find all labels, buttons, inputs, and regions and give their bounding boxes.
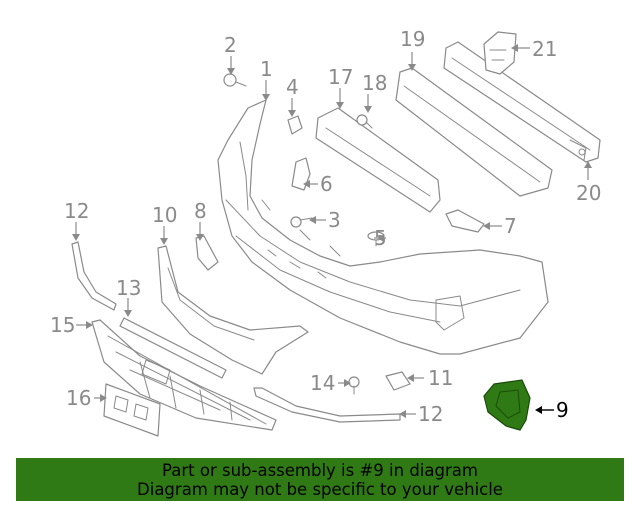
callout-17: 17 <box>328 65 353 89</box>
callout-21: 21 <box>532 37 557 61</box>
part-7-bracket <box>445 209 485 233</box>
part-4-clip <box>287 115 303 135</box>
callout-8: 8 <box>194 199 207 223</box>
callout-4: 4 <box>286 75 299 99</box>
callout-3: 3 <box>328 208 341 232</box>
part-18-screw <box>356 114 373 129</box>
callout-12-left: 12 <box>64 199 89 223</box>
callout-14: 14 <box>310 371 335 395</box>
callout-10: 10 <box>152 203 177 227</box>
callout-12-right: 12 <box>418 402 443 426</box>
callout-19: 19 <box>400 27 425 51</box>
banner-line-2: Diagram may not be specific to your vehi… <box>137 480 503 499</box>
part-1-bumper-cover <box>217 99 549 355</box>
part-13-molding <box>119 317 227 379</box>
callout-6: 6 <box>320 172 333 196</box>
callout-16: 16 <box>66 386 91 410</box>
banner-line-1: Part or sub-assembly is #9 in diagram <box>162 461 478 480</box>
part-12-left-molding <box>71 241 117 311</box>
part-20-reinforcement <box>443 41 601 163</box>
leader-lines <box>72 44 592 418</box>
callout-9: 9 <box>556 398 569 422</box>
part-2-bolt <box>223 73 247 87</box>
callout-5: 5 <box>374 226 387 250</box>
info-banner: Part or sub-assembly is #9 in diagram Di… <box>16 458 624 501</box>
part-15-lower-grille <box>91 319 277 431</box>
part-11-clip <box>385 371 411 391</box>
callout-13: 13 <box>116 276 141 300</box>
part-14-screw <box>348 376 360 395</box>
part-17-retainer <box>315 107 441 213</box>
part-9-fog-cover-highlighted <box>483 379 531 431</box>
callout-2: 2 <box>224 33 237 57</box>
parts-diagram: 1 2 4 17 18 19 21 20 6 3 5 7 8 10 12 13 … <box>50 27 601 437</box>
part-3-bolt <box>290 216 313 228</box>
part-8-bracket <box>195 235 219 271</box>
callout-7: 7 <box>504 214 517 238</box>
callout-20: 20 <box>576 181 601 205</box>
part-12-right-molding <box>253 387 401 423</box>
part-21-bracket <box>483 31 517 75</box>
callout-11: 11 <box>428 366 453 390</box>
part-10-grille-frame <box>157 245 309 375</box>
callout-1: 1 <box>260 57 273 81</box>
callout-15: 15 <box>50 313 75 337</box>
callout-18: 18 <box>362 71 387 95</box>
part-16-plate-bracket <box>103 383 161 437</box>
